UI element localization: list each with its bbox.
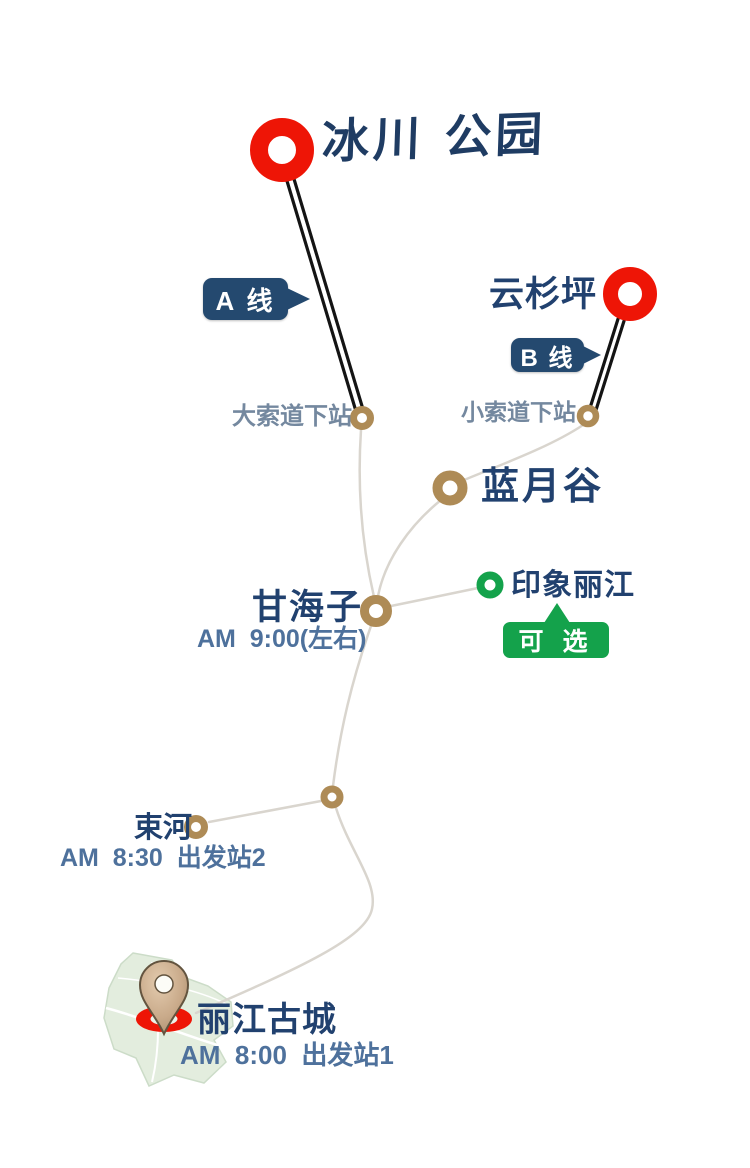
line-b-badge: B 线: [511, 338, 584, 372]
cableway-b-line: [588, 317, 620, 410]
route-small-cableway-to-blue-moon: [462, 423, 585, 482]
shuhe-time: AM 8:30 出发站2: [60, 844, 266, 872]
old-town-pin-hole: [154, 974, 174, 994]
lijiang-old-town-time: AM 8:00 出发站1: [180, 1040, 394, 1070]
line-a-pointer: [287, 288, 310, 310]
lijiang-old-town-label: 丽江古城: [197, 1001, 337, 1039]
cableway-b-line: [594, 319, 626, 412]
glacier-park-marker: [250, 118, 314, 182]
line-a-label: A 线: [215, 285, 276, 316]
junction-marker: [320, 785, 344, 809]
old-town-pin-icon: [138, 960, 190, 1037]
cableway-a-line: [285, 179, 357, 410]
shuhe-marker: [184, 815, 208, 839]
small-cableway-label: 小索道下站: [461, 399, 576, 425]
blue-moon-valley-marker: [432, 470, 468, 506]
yunshanping-marker: [603, 267, 657, 321]
route-ganhaizi-to-impression: [389, 586, 480, 608]
glacier-park-title: 冰川 公园: [321, 107, 548, 170]
line-a-badge: A 线: [203, 278, 288, 320]
line-b-pointer: [583, 346, 601, 364]
ganhaizi-label: 甘海子: [252, 588, 364, 627]
line-b-label: B 线: [520, 344, 575, 372]
route-shuhe-to-junction: [207, 799, 323, 824]
big-cableway-label: 大索道下站: [232, 403, 352, 430]
impression-lijiang-label: 印象丽江: [511, 569, 635, 602]
blue-moon-valley-label: 蓝月谷: [481, 466, 605, 508]
ganhaizi-time: AM 9:00(左右): [197, 625, 367, 653]
yunshanping-label: 云杉坪: [489, 275, 598, 314]
optional-badge-pointer: [544, 603, 570, 623]
route-junction-to-old-town: [194, 806, 375, 1015]
cableway-a-line: [292, 177, 364, 408]
route-blue-moon-to-ganhaizi: [376, 498, 443, 598]
big-cableway-marker: [350, 406, 374, 430]
optional-badge-label: 可 选: [518, 628, 594, 656]
small-cableway-marker: [576, 404, 600, 428]
route-big-cableway-to-ganhaizi: [358, 428, 376, 599]
shuhe-label: 束河: [134, 812, 193, 844]
route-ganhaizi-to-junction: [331, 624, 373, 788]
optional-badge: 可 选: [503, 622, 609, 658]
impression-lijiang-marker: [476, 571, 504, 599]
ganhaizi-marker: [360, 595, 392, 627]
